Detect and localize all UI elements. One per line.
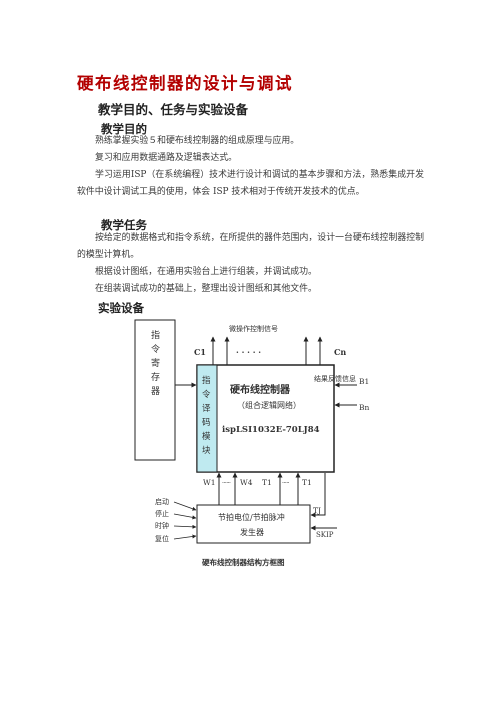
instruction-register-box (134, 319, 176, 461)
task-paragraph-2: 根据设计图纸，在通用实验台上进行组装，并调试成功。 (95, 267, 317, 277)
tj-feedback-line (310, 473, 326, 518)
controller-subtitle: （组合逻辑网络） (237, 400, 301, 410)
t1-second-label: T1 (302, 478, 312, 487)
instruction-register-char-5: 器 (151, 386, 160, 397)
feedback-label: 结果反馈信息 (314, 374, 356, 383)
output-dots: · · · · · (236, 347, 261, 357)
tj-label: TJ (313, 506, 321, 515)
diagram-caption: 硬布线控制器结构方框图 (202, 557, 285, 567)
decoder-char-1: 指 (202, 375, 211, 386)
clock-label: 时钟 (155, 521, 169, 530)
instruction-register-char-3: 寄 (151, 357, 160, 369)
purpose-heading: 教学目的 (101, 122, 147, 136)
w1-w4-dots: ······ (222, 480, 231, 487)
decoder-char-2: 令 (202, 389, 211, 400)
micro-signal-label: 微操作控制信号 (229, 324, 278, 333)
start-arrow (173, 501, 197, 511)
task-paragraph-1: 按给定的数据格式和指令系统，在所提供的器件范围内，设计一台硬布线控制器控制的模型… (77, 233, 424, 260)
document-title: 硬布线控制器的设计与调试 (77, 74, 293, 93)
start-label: 启动 (155, 497, 169, 506)
decoder-char-5: 模 (202, 431, 211, 442)
clock-arrow (173, 524, 197, 529)
c1-label: C1 (194, 347, 206, 357)
skip-label: SKIP (316, 531, 334, 539)
stop-label: 停止 (155, 509, 169, 518)
purpose-paragraph-3: 学习运用ISP（在系统编程）技术进行设计和调试的基本步骤和方法，熟悉集成开发软件… (77, 170, 424, 197)
decoder-char-4: 码 (202, 418, 211, 428)
instruction-register-char-2: 令 (151, 343, 160, 355)
timing-generator-box (196, 504, 311, 544)
purpose-paragraph-2: 复习和应用数据通路及逻辑表达式。 (95, 153, 237, 163)
w4-label: W4 (240, 478, 253, 487)
equipment-heading: 实验设备 (98, 301, 144, 315)
stop-arrow (173, 513, 197, 520)
decoder-char-3: 译 (202, 404, 211, 414)
task-paragraph-3: 在组装调试成功的基础上，整理出设计图纸和其他文件。 (95, 284, 317, 294)
controller-title: 硬布线控制器 (230, 383, 291, 396)
chip-model: ispLSI1032E-70LJ84 (222, 425, 320, 435)
generator-line-2: 发生器 (240, 527, 264, 537)
generator-line-1: 节拍电位/节拍脉冲 (218, 512, 285, 522)
reset-label: 复位 (155, 534, 169, 543)
instruction-register-char-1: 指 (151, 329, 160, 341)
task-heading: 教学任务 (101, 218, 147, 232)
reset-arrow (173, 534, 197, 540)
purpose-paragraph-1: 熟练掌握实验５和硬布线控制器的组成原理与应用。 (95, 136, 300, 146)
cn-label: Cn (334, 347, 346, 357)
bn-label: Bn (359, 403, 370, 412)
t1-label: T1 (262, 478, 272, 487)
w1-label: W1 (203, 478, 215, 487)
instruction-register-char-4: 存 (151, 371, 160, 383)
t1-dots: ····· (282, 480, 290, 487)
section-heading: 教学目的、任务与实验设备 (98, 102, 249, 117)
decoder-module-box (196, 364, 218, 473)
decoder-char-6: 块 (202, 445, 211, 456)
b1-label: B1 (359, 377, 369, 386)
